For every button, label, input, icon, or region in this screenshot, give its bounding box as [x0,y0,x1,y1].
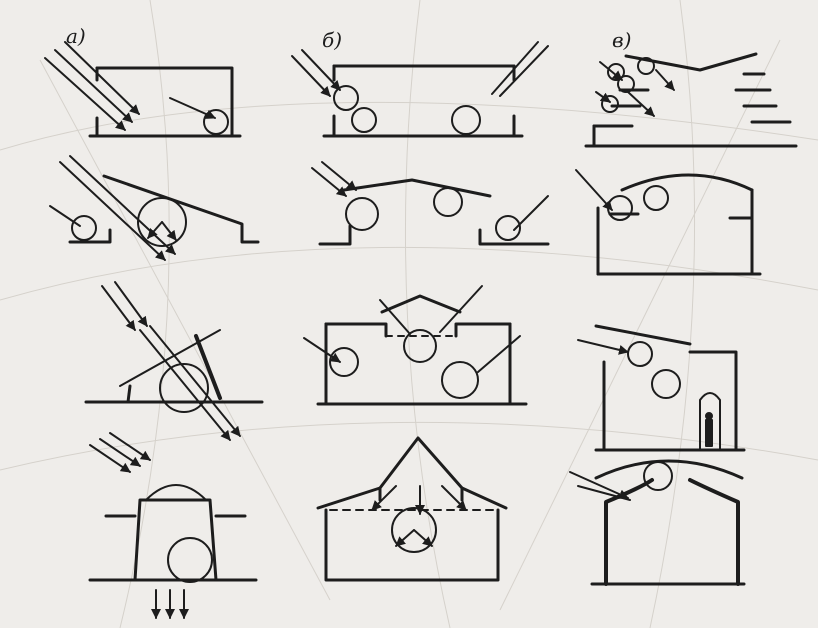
diagram-v3 [577,324,746,452]
diagram-v2 [575,169,762,276]
column-label-b: б) [322,28,343,52]
diagram-b1 [291,41,549,138]
diagram-b2 [311,161,550,246]
diagram-b3 [303,285,528,406]
diagram-b4 [316,436,508,582]
diagram-a1 [44,41,242,138]
diagram-v4 [569,459,746,586]
diagram-a3 [84,281,264,441]
diagram-a4 [88,432,258,619]
column-label-v: в) [612,28,632,52]
diagram-v1 [584,52,798,148]
diagram-a2 [49,155,260,261]
column-label-a: а) [66,24,86,48]
